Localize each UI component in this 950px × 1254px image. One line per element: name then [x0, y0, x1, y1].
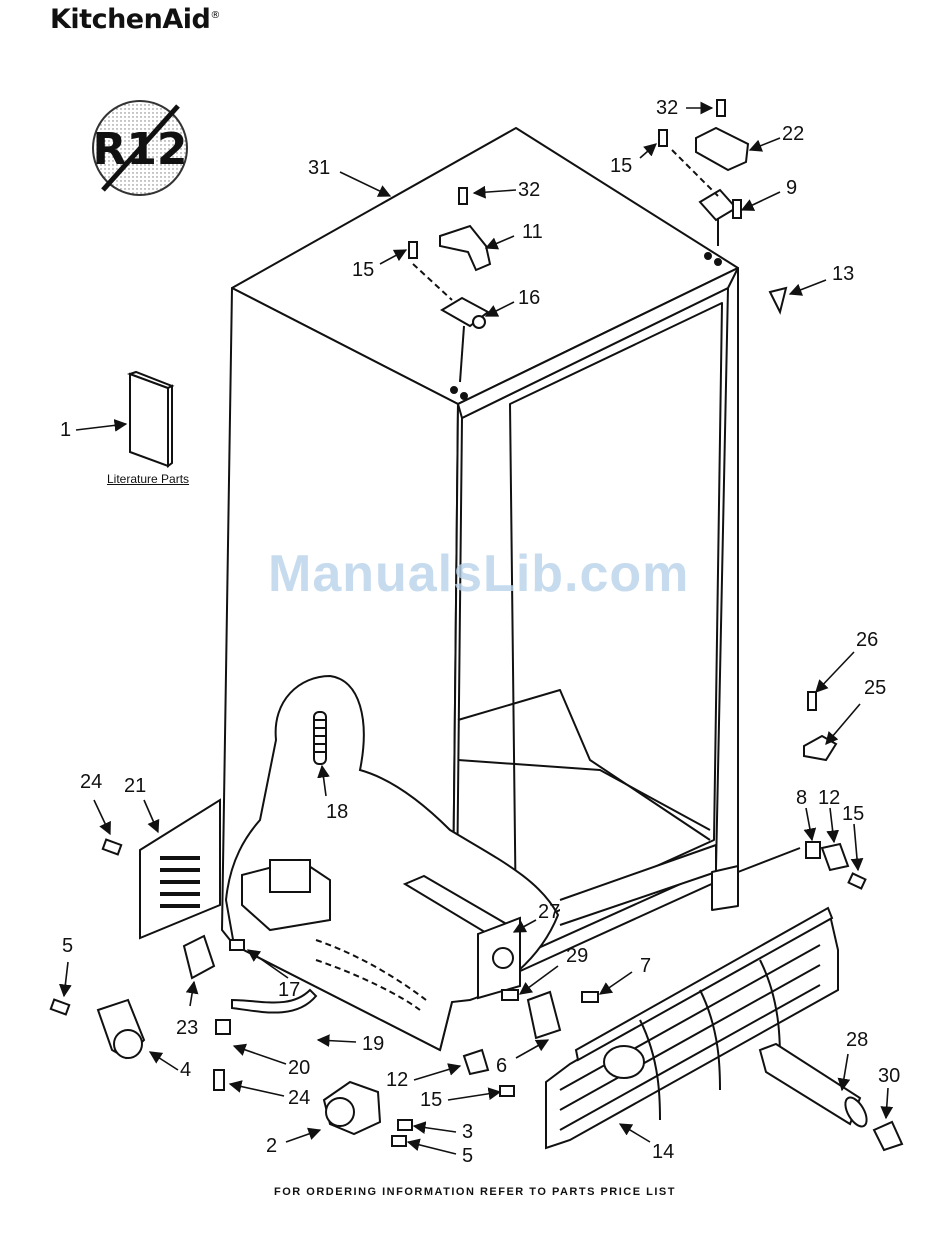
- callout-18: 18: [326, 801, 348, 823]
- callout-24: 24: [80, 771, 102, 793]
- callout-32: 32: [656, 97, 678, 119]
- callout-13: 13: [832, 263, 854, 285]
- callout-12: 12: [818, 787, 840, 809]
- callout-28: 28: [846, 1029, 868, 1051]
- callout-24: 24: [288, 1087, 310, 1109]
- no-r12-badge: R12: [92, 101, 187, 195]
- callout-15: 15: [842, 803, 864, 825]
- callout-16: 16: [518, 287, 540, 309]
- callout-30: 30: [878, 1065, 900, 1087]
- brand-name: KitchenAid: [50, 4, 210, 35]
- watermark: ManualsLib.com: [268, 544, 689, 604]
- callout-5: 5: [62, 935, 73, 957]
- callout-32: 32: [518, 179, 540, 201]
- callout-11: 11: [522, 221, 543, 243]
- callout-12: 12: [386, 1069, 408, 1091]
- brand-logo: KitchenAid®: [50, 4, 220, 35]
- callout-3: 3: [462, 1121, 473, 1143]
- callout-26: 26: [856, 629, 878, 651]
- callout-7: 7: [640, 955, 651, 977]
- literature-parts-label: Literature Parts: [107, 472, 189, 486]
- callout-17: 17: [278, 979, 300, 1001]
- callout-4: 4: [180, 1059, 191, 1081]
- literature-booklet: [130, 372, 172, 466]
- callout-5: 5: [462, 1145, 473, 1167]
- front-grille: [546, 908, 838, 1148]
- callout-22: 22: [782, 123, 804, 145]
- callout-8: 8: [796, 787, 807, 809]
- callout-9: 9: [786, 177, 797, 199]
- callout-15: 15: [352, 259, 374, 281]
- ordering-footer: FOR ORDERING INFORMATION REFER TO PARTS …: [0, 1186, 950, 1198]
- callout-19: 19: [362, 1033, 384, 1055]
- water-filter: [760, 1044, 902, 1150]
- callout-14: 14: [652, 1141, 674, 1163]
- callout-2: 2: [266, 1135, 277, 1157]
- callout-23: 23: [176, 1017, 198, 1039]
- callout-25: 25: [864, 677, 886, 699]
- callout-6: 6: [496, 1055, 507, 1077]
- callout-15: 15: [610, 155, 632, 177]
- callout-29: 29: [566, 945, 588, 967]
- callout-27: 27: [538, 901, 560, 923]
- registered-mark: ®: [210, 10, 220, 21]
- callout-1: 1: [60, 419, 71, 441]
- callout-31: 31: [308, 157, 330, 179]
- callout-21: 21: [124, 775, 146, 797]
- callout-20: 20: [288, 1057, 310, 1079]
- callout-15: 15: [420, 1089, 442, 1111]
